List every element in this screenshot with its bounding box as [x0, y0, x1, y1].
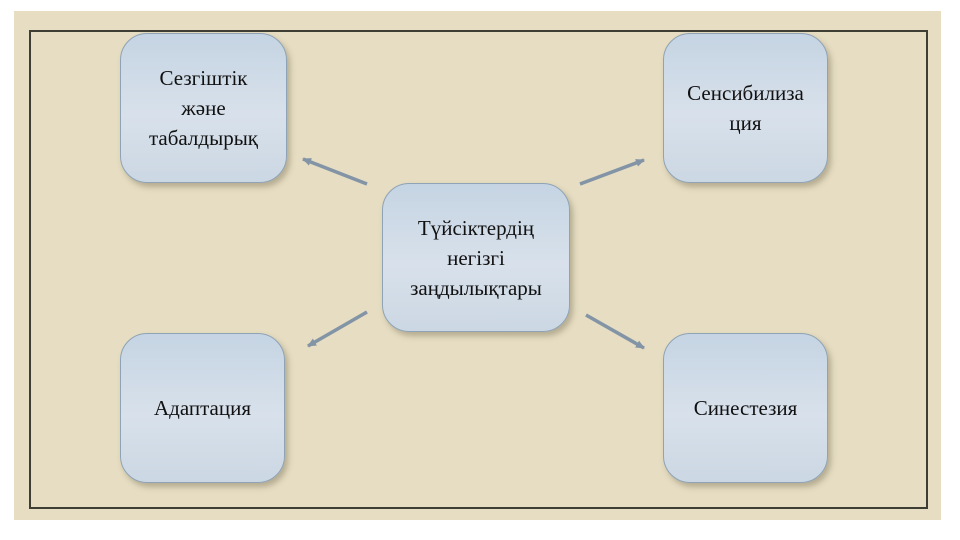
node-synesthesia-label: Синестезия	[693, 396, 798, 420]
slide-frame-border	[29, 30, 928, 509]
node-sensibilization-label: Сенсибилиза ция	[687, 81, 804, 135]
node-sensibilization: Сенсибилиза ция	[663, 33, 828, 183]
node-synesthesia: Синестезия	[663, 333, 828, 483]
node-adaptation: Адаптация	[120, 333, 285, 483]
node-sensitivity-threshold-label: Сезгіштік және табалдырық	[148, 66, 259, 150]
node-adaptation-label: Адаптация	[153, 396, 252, 420]
node-central-topic: Түйсіктердің негізгі заңдылықтары	[382, 183, 570, 332]
node-sensitivity-threshold: Сезгіштік және табалдырық	[120, 33, 287, 183]
node-central-topic-label: Түйсіктердің негізгі заңдылықтары	[410, 215, 542, 300]
